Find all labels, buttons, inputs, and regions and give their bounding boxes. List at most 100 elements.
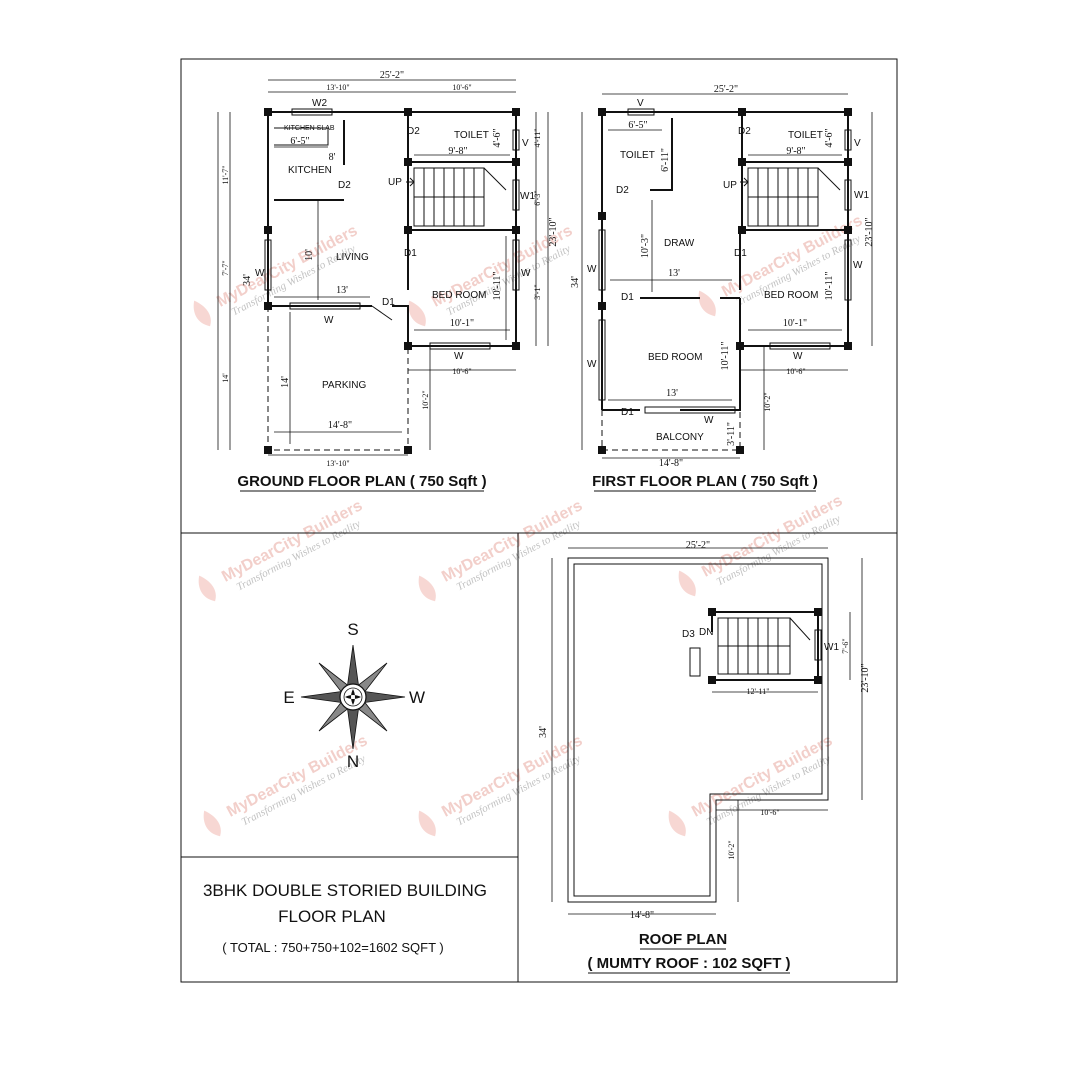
compass-top: S — [347, 620, 358, 639]
gf-mark-w: W — [454, 351, 464, 362]
ff-balcony-outline — [601, 410, 741, 451]
gf-door-swing — [371, 305, 393, 321]
roof-dim-mumty-h: 7'-6" — [841, 638, 850, 653]
ff-dim-step-h: 10'-2" — [763, 392, 772, 411]
ff-room-toilet-left: TOILET — [620, 150, 655, 161]
gf-title: GROUND FLOOR PLAN ( 750 Sqft ) — [237, 473, 486, 490]
gf-room-toilet: TOILET — [454, 130, 489, 141]
roof-dim-step-h: 10'-2" — [727, 840, 736, 859]
gf-dim-left-total: 34' — [242, 274, 253, 286]
watermark: MyDearCity Builders Transforming Wishes … — [418, 732, 585, 837]
ff-mark-d2: D2 — [616, 185, 629, 196]
caption-line1: 3BHK DOUBLE STORIED BUILDING — [203, 881, 487, 900]
compass-bottom: N — [347, 752, 359, 771]
gf-mark-w: W — [324, 315, 334, 326]
watermark: MyDearCity Builders Transforming Wishes … — [198, 497, 365, 602]
ff-dim-slab: 6'-5" — [628, 120, 647, 131]
watermark-brand: MyDearCity Builders — [219, 497, 365, 586]
roof-title: ROOF PLAN — [639, 931, 727, 948]
compass-right: W — [409, 688, 425, 707]
gf-parking-outline — [267, 306, 409, 451]
roof-dim-bottom-width: 14'-8" — [630, 910, 654, 921]
roof-outline-outer — [567, 557, 829, 903]
ff-dim-total-width: 25'-2" — [714, 84, 738, 95]
watermark-brand: MyDearCity Builders — [439, 497, 585, 586]
gf-room-living: LIVING — [336, 252, 369, 263]
ff-mark-d2: D2 — [738, 126, 751, 137]
gf-window-w2 — [291, 108, 333, 116]
roof-dim-right-total: 23'-10" — [860, 663, 871, 692]
ff-dim-toilet-rh: 4'-6" — [824, 128, 835, 147]
ff-dim-bedl-h: 10'-11" — [720, 342, 731, 371]
gf-dim-slab: 6'-5" — [290, 136, 309, 147]
sheet-caption: 3BHK DOUBLE STORIED BUILDING FLOOR PLAN … — [203, 881, 487, 955]
ff-mark-w: W — [587, 264, 597, 275]
ff-title: FIRST FLOOR PLAN ( 750 Sqft ) — [592, 473, 818, 490]
ff-dim-draw-w: 13' — [668, 268, 680, 279]
gf-dim-living-h: 10' — [304, 249, 315, 261]
caption-line2: FLOOR PLAN — [278, 907, 386, 926]
gf-dim-left-top: 11'-7" — [221, 165, 230, 184]
gf-dim-stair-h: 6'-3" — [533, 190, 542, 205]
gf-mark-d1: D1 — [382, 297, 395, 308]
gf-dim-bed-h: 10'-11" — [492, 272, 503, 301]
gf-vent — [512, 129, 520, 151]
ff-mark-w1: W1 — [854, 190, 869, 201]
ff-dim-balcony-h: 3'-11" — [726, 422, 737, 446]
ff-dim-balcony-w: 14'-8" — [659, 458, 683, 469]
gf-wall-kitchen — [274, 120, 345, 201]
gf-room-bedroom: BED ROOM — [432, 290, 486, 301]
ff-mark-d1: D1 — [734, 248, 747, 259]
roof-mark-w1: W1 — [824, 642, 839, 653]
ff-dim-step-w: 10'-6" — [786, 367, 805, 376]
gf-dim-left-bottom: 14' — [221, 373, 230, 383]
watermark-brand: MyDearCity Builders — [214, 222, 360, 311]
ff-dim-draw-h: 10'-3" — [640, 234, 651, 258]
ff-mark-v: V — [854, 138, 861, 149]
ff-mark-d1: D1 — [621, 407, 634, 418]
roof-dim-mumty-w: 12'-11" — [746, 687, 769, 696]
ff-room-draw: DRAW — [664, 238, 695, 249]
gf-dim-step-w: 10'-6" — [452, 367, 471, 376]
gf-dim-top-right: 10'-6" — [452, 83, 471, 92]
gf-mark-d2: D2 — [407, 126, 420, 137]
gf-kitchen-slab — [274, 127, 329, 146]
watermark-brand: MyDearCity Builders — [439, 732, 585, 821]
roof-outline-inner — [573, 563, 823, 897]
ff-dim-toilet-w: 9'-8" — [786, 146, 805, 157]
gf-mark-w: W — [521, 268, 531, 279]
gf-dim-slab-h: 8' — [329, 152, 336, 163]
first-floor-plan: TOILET TOILET DRAW BED ROOM BED ROOM BAL… — [570, 84, 875, 492]
gf-window-bottom — [289, 302, 361, 310]
gf-mark-d2: D2 — [338, 180, 351, 191]
gf-dim-toilet-w: 9'-8" — [448, 146, 467, 157]
compass-rose-icon — [300, 644, 406, 750]
gf-dim-right-total: 23'-10" — [548, 217, 559, 246]
ground-floor-plan: TOILET KITCHEN KITCHEN SLAB LIVING BED R… — [217, 70, 559, 492]
gf-mark-w1: W1 — [520, 191, 535, 202]
compass: S N E W — [283, 620, 425, 771]
ff-dim-left-total: 34' — [570, 276, 581, 288]
ff-mark-w: W — [853, 260, 863, 271]
ff-dim-bedl-w: 13' — [666, 388, 678, 399]
ff-mark-w: W — [587, 359, 597, 370]
ff-staircase — [740, 167, 841, 227]
watermark-brand: MyDearCity Builders — [699, 492, 845, 581]
roof-mark-d3: D3 — [682, 629, 695, 640]
roof-mark-dn: DN — [699, 627, 713, 638]
watermark: MyDearCity Builders Transforming Wishes … — [193, 222, 360, 327]
gf-mark-v: V — [522, 138, 529, 149]
gf-mark-w: W — [255, 268, 265, 279]
roof-dim-left-total: 34' — [538, 726, 549, 738]
gf-dim-right-b: 3'-1" — [533, 284, 542, 299]
gf-dim-parking-w: 14'-8" — [328, 420, 352, 431]
gf-staircase — [406, 167, 507, 227]
ff-dim-right-total: 23'-10" — [864, 217, 875, 246]
gf-dim-parking-h: 14' — [280, 376, 291, 388]
ff-dim-bed-h: 10'-11" — [824, 272, 835, 301]
ff-mark-v: V — [637, 98, 644, 109]
watermark: MyDearCity Builders Transforming Wishes … — [668, 732, 835, 837]
ff-mark-w: W — [793, 351, 803, 362]
ff-wall-toilet-left — [650, 118, 673, 191]
